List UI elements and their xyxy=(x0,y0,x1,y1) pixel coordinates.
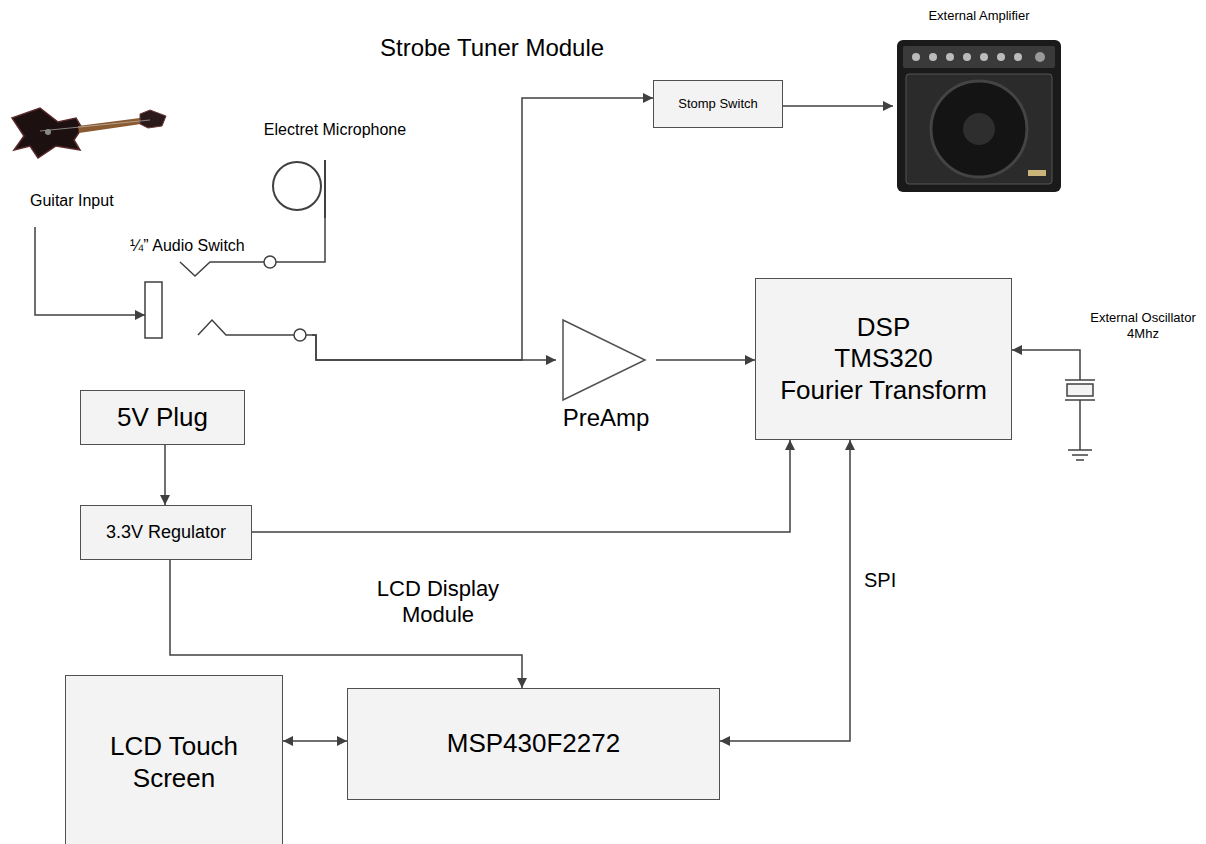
triangle-shape xyxy=(563,320,645,400)
connector xyxy=(720,440,850,741)
node-text: PreAmp xyxy=(556,404,656,433)
node-text: LCD Touch Screen xyxy=(74,731,274,793)
node-text: 3.3V Regulator xyxy=(106,522,226,544)
guitar-picture xyxy=(12,108,166,158)
connector xyxy=(656,359,755,361)
connector xyxy=(164,445,166,505)
signal-label: SPI xyxy=(862,568,898,592)
connector xyxy=(283,740,347,742)
connector xyxy=(312,218,325,262)
node-text: 5V Plug xyxy=(117,402,208,433)
process-box: DSPTMS320Fourier Transform xyxy=(755,278,1012,440)
connector xyxy=(170,560,522,688)
connector xyxy=(783,105,893,107)
amplifier: External Amplifier xyxy=(893,8,1065,194)
node-text: TMS320 xyxy=(834,343,932,374)
node-text: External Amplifier xyxy=(893,8,1065,24)
node-text: Stomp Switch xyxy=(678,96,757,112)
node-text: MSP430F2272 xyxy=(447,728,620,759)
module-label: LCD Display Module xyxy=(358,576,518,629)
crystal-symbol xyxy=(1062,350,1095,460)
process-box: LCD Touch Screen xyxy=(65,675,283,844)
node-text: Guitar Input xyxy=(30,191,114,210)
guitar-input: Guitar Input xyxy=(10,105,170,227)
node-text: Fourier Transform xyxy=(780,375,987,406)
audio-switch-symbol xyxy=(145,256,312,341)
audio-switch: ¼” Audio Switch xyxy=(145,232,312,346)
node-text: DSP xyxy=(857,312,910,343)
module-label: Strobe Tuner Module xyxy=(380,34,604,63)
node-text: External Oscillator 4Mhz xyxy=(1084,310,1202,341)
microphone: Electret Microphone xyxy=(255,118,415,218)
connector xyxy=(35,227,145,315)
connector xyxy=(252,440,790,532)
connector xyxy=(312,335,556,360)
oscillator: External Oscillator 4Mhz xyxy=(1062,308,1202,468)
node-text: Electret Microphone xyxy=(255,120,415,139)
microphone-symbol xyxy=(273,160,325,218)
node-text: ¼” Audio Switch xyxy=(130,236,245,255)
process-box: MSP430F2272 xyxy=(347,688,720,800)
process-box: 5V Plug xyxy=(80,390,245,445)
process-box: Stomp Switch xyxy=(653,80,783,128)
connector xyxy=(1012,349,1062,351)
amplifier-triangle: PreAmp xyxy=(556,318,656,438)
amplifier-picture xyxy=(897,40,1061,192)
process-box: 3.3V Regulator xyxy=(80,505,252,560)
